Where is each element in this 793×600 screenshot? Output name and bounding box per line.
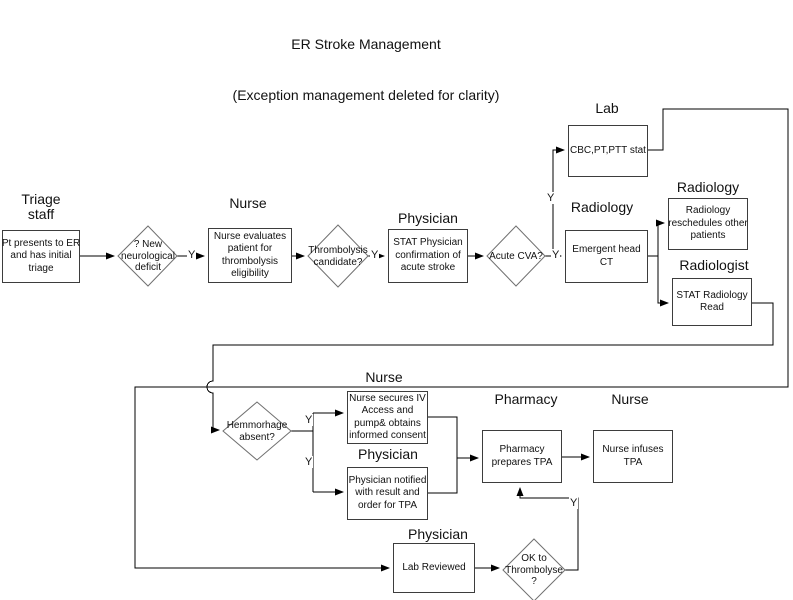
role-label-radiologist: Radiologist	[679, 257, 749, 273]
decision-new-deficit	[117, 225, 178, 287]
decision-hemorrhage-absent	[222, 401, 292, 461]
edge-label-y-deficit: Y	[187, 249, 197, 261]
edge-headct-to-resched	[648, 219, 665, 257]
diagram-title-line2: (Exception management deleted for clarit…	[232, 87, 500, 103]
edge-nurseiv-to-pharmacy	[428, 416, 479, 462]
decision-ok-to-thrombolyse	[502, 538, 566, 600]
process-box-head-ct: Emergent head CT	[565, 230, 648, 283]
role-label-triage-staff: Triage staff	[21, 191, 61, 222]
process-box-physician-notify: Physician notified with result and order…	[347, 467, 428, 520]
role-label-radiology-resched: Radiology	[676, 179, 740, 195]
edge-label-y-ok-thrombolyse: Y	[569, 497, 579, 509]
edge-hemorrhage-branch-stem	[291, 413, 314, 492]
process-box-lab-stat: CBC,PT,PTT stat	[568, 125, 648, 177]
edge-label-y-thrombolysis: Y	[370, 249, 380, 261]
process-box-nurse-eval: Nurse evaluates patient for thrombolysis…	[208, 228, 292, 283]
process-box-nurse-iv: Nurse secures IV Access and pump& obtain…	[347, 391, 428, 444]
role-label-physician-notify: Physician	[358, 446, 418, 462]
edge-headct-to-statread	[657, 256, 669, 307]
role-label-physician-lab: Physician	[408, 526, 468, 542]
edge-physnotify-merge	[428, 458, 458, 494]
role-label-pharmacy: Pharmacy	[494, 391, 558, 407]
edge-statread-to-hemorrhage	[206, 302, 774, 434]
edge-label-y-hem-physician: Y	[304, 456, 314, 468]
edge-lab-to-labreviewed	[134, 108, 789, 572]
role-label-nurse-eval: Nurse	[229, 195, 267, 211]
decision-text-new-deficit: ? New neurological deficit	[121, 239, 175, 273]
process-box-triage: Pt presents to ER and has initial triage	[2, 230, 80, 283]
process-box-nurse-infuse: Nurse infuses TPA	[593, 430, 673, 483]
decision-acute-cva	[486, 225, 546, 287]
decision-text-hemorrhage: Hemmorhage absent?	[226, 420, 288, 443]
decision-text-thrombolysis: Thrombolysis candidate?	[308, 245, 368, 268]
role-label-radiology-ct: Radiology	[570, 199, 634, 215]
edge-label-y-hem-nurse: Y	[304, 414, 314, 426]
diagram-title-line1: ER Stroke Management	[291, 36, 441, 52]
role-label-lab: Lab	[595, 100, 619, 116]
decision-text-ok-to-thrombolyse: OK to Thrombolyse ?	[505, 553, 563, 587]
edge-label-y-cva-lab: Y	[546, 192, 556, 204]
role-label-nurse-iv: Nurse	[365, 369, 403, 385]
process-box-stat-read: STAT Radiology Read	[672, 278, 752, 326]
diagram-title: ER Stroke Management (Exception manageme…	[146, 2, 586, 138]
process-box-radiology-resched: Radiology reschedules other patients	[668, 198, 748, 250]
edge-label-y-cva-ct: Y	[551, 249, 561, 261]
role-label-nurse-infuse: Nurse	[611, 391, 649, 407]
decision-thrombolysis-candidate	[307, 224, 369, 288]
decision-text-acute-cva: Acute CVA?	[489, 251, 543, 262]
edge-cva-to-lab	[552, 146, 565, 256]
process-box-physician-confirm: STAT Physician confirmation of acute str…	[388, 229, 468, 283]
role-label-physician-confirm: Physician	[398, 210, 458, 226]
process-box-pharmacy: Pharmacy prepares TPA	[482, 430, 562, 483]
process-box-lab-reviewed: Lab Reviewed	[393, 543, 475, 593]
